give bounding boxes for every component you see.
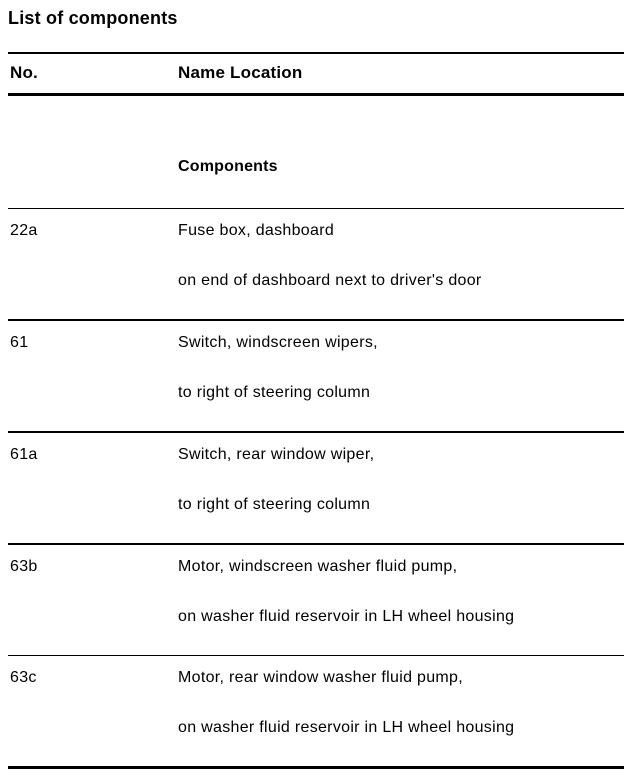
component-location: on washer fluid reservoir in LH wheel ho… — [178, 719, 515, 736]
component-number: 63b — [10, 558, 38, 575]
table-section-row: Components — [8, 96, 624, 209]
component-name: Fuse box, dashboard — [178, 222, 335, 239]
component-number: 61a — [10, 446, 38, 463]
component-number: 22a — [10, 222, 38, 239]
page-title: List of components — [8, 8, 178, 28]
component-name: Switch, windscreen wipers, — [178, 334, 378, 351]
component-location: on end of dashboard next to driver's doo… — [178, 272, 482, 289]
table-row: 63b Motor, windscreen washer fluid pump,… — [8, 545, 624, 656]
component-location: on washer fluid reservoir in LH wheel ho… — [178, 608, 515, 625]
component-number: 63c — [10, 669, 37, 686]
component-number: 61 — [10, 334, 29, 351]
table-header-row: No. Name Location — [8, 52, 624, 96]
section-no-spacer — [8, 158, 178, 175]
table-row: 22a Fuse box, dashboard on end of dashbo… — [8, 209, 624, 321]
section-header-label: Components — [178, 158, 278, 175]
table-row: 61 Switch, windscreen wipers, to right o… — [8, 321, 624, 433]
column-header-no: No. — [10, 63, 38, 82]
table-row: 63c Motor, rear window washer fluid pump… — [8, 656, 624, 769]
table-row: 61a Switch, rear window wiper, to right … — [8, 433, 624, 545]
component-name: Motor, windscreen washer fluid pump, — [178, 558, 458, 575]
document-page: List of components No. Name Location Com… — [0, 8, 640, 784]
component-name: Switch, rear window wiper, — [178, 446, 375, 463]
component-location: to right of steering column — [178, 496, 371, 513]
column-header-name-location: Name Location — [178, 63, 303, 82]
component-name: Motor, rear window washer fluid pump, — [178, 669, 463, 686]
component-location: to right of steering column — [178, 384, 371, 401]
components-table: No. Name Location Components 22a Fuse bo… — [8, 52, 624, 769]
